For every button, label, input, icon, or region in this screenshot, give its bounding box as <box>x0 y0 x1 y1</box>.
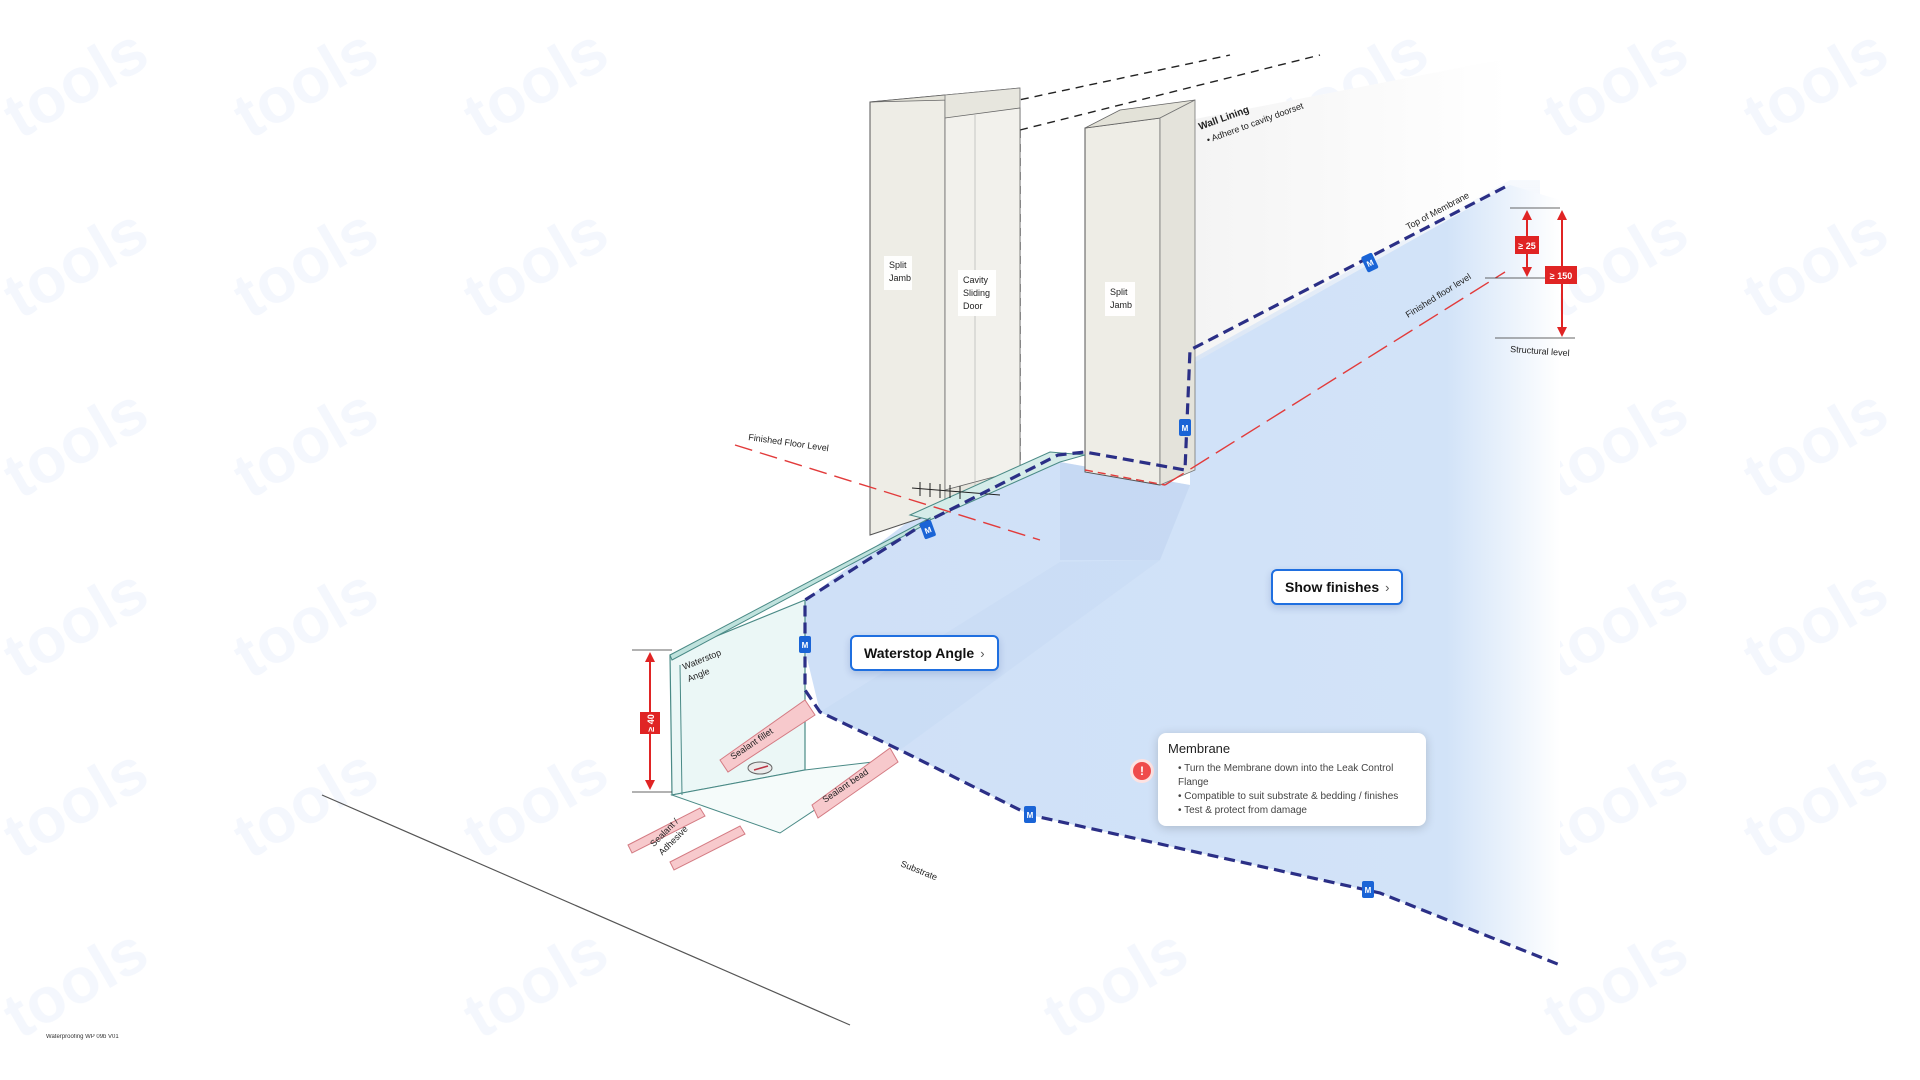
label-structural-level: Structural level <box>1510 344 1570 358</box>
svg-text:Split: Split <box>1110 287 1128 297</box>
label-substrate: Substrate <box>899 859 938 883</box>
svg-text:M: M <box>1027 811 1034 820</box>
substrate-edge-line <box>321 794 851 1026</box>
label-cavity-door: Cavity Sliding Door <box>958 270 996 316</box>
membrane-card-bullet: Test & protect from damage <box>1178 804 1416 818</box>
svg-text:tools: tools <box>1531 13 1699 152</box>
svg-text:tools: tools <box>451 913 619 1052</box>
sealant-fillet <box>719 699 816 773</box>
dimension-25-badge: ≥ 25 <box>1515 236 1539 254</box>
svg-text:tools: tools <box>1031 913 1199 1052</box>
svg-text:tools: tools <box>1731 553 1899 692</box>
label-finished-floor-level-left: Finished Floor Level <box>748 432 830 453</box>
membrane-card-bullet: Turn the Membrane down into the Leak Con… <box>1178 762 1416 790</box>
show-finishes-button[interactable]: Show finishes › <box>1271 569 1404 605</box>
label-split-jamb-left: Split Jamb <box>884 256 912 290</box>
svg-text:Sliding: Sliding <box>963 288 990 298</box>
svg-text:tools: tools <box>0 373 159 512</box>
svg-text:tools: tools <box>1731 13 1899 152</box>
membrane-markers: M M M M M M <box>799 252 1379 898</box>
split-jamb-right <box>1084 99 1196 486</box>
show-finishes-label: Show finishes <box>1285 579 1380 595</box>
membrane-floor-shadow <box>1060 462 1190 560</box>
waterstop-angle-callout-button[interactable]: Waterstop Angle › <box>850 635 999 671</box>
svg-text:M: M <box>802 641 809 650</box>
svg-text:tools: tools <box>0 913 159 1052</box>
svg-text:tools: tools <box>451 733 619 872</box>
svg-text:M: M <box>1365 258 1375 269</box>
svg-text:≥ 25: ≥ 25 <box>1518 241 1535 251</box>
ffl-under-jamb <box>1084 469 1166 486</box>
membrane-marker: M <box>799 636 811 653</box>
svg-text:tools: tools <box>1731 373 1899 512</box>
alert-icon[interactable]: ! <box>1133 762 1151 780</box>
svg-text:tools: tools <box>0 733 159 872</box>
svg-text:tools: tools <box>451 193 619 332</box>
chevron-right-icon: › <box>980 646 985 661</box>
svg-text:M: M <box>1182 424 1189 433</box>
sealant-adhesive-strips <box>627 807 746 871</box>
membrane-marker: M <box>1024 806 1036 823</box>
svg-text:Cavity: Cavity <box>963 275 989 285</box>
label-split-jamb-right: Split Jamb <box>1105 282 1135 316</box>
membrane-marker: M <box>919 520 936 540</box>
svg-text:tools: tools <box>221 553 389 692</box>
svg-text:tools: tools <box>1731 733 1899 872</box>
dimension-150-badge: ≥ 150 <box>1545 266 1577 284</box>
svg-text:tools: tools <box>451 13 619 152</box>
membrane-info-card: Membrane Turn the Membrane down into the… <box>1158 733 1426 826</box>
svg-text:tools: tools <box>221 13 389 152</box>
svg-text:Jamb: Jamb <box>889 273 911 283</box>
waterstop-angle-callout-label: Waterstop Angle <box>864 645 975 661</box>
svg-text:Split: Split <box>889 260 907 270</box>
membrane-card-bullet: Compatible to suit substrate & bedding /… <box>1178 790 1416 804</box>
svg-text:M: M <box>923 525 933 536</box>
svg-text:≥ 40: ≥ 40 <box>646 714 656 731</box>
hatch-marks <box>911 482 1001 499</box>
svg-text:Jamb: Jamb <box>1110 300 1132 310</box>
svg-text:Door: Door <box>963 301 983 311</box>
ffl-line-left <box>734 444 1041 541</box>
sealant-bead <box>811 747 899 819</box>
svg-text:tools: tools <box>221 373 389 512</box>
drawing-code: Waterproofing WP 09b V01 <box>46 1034 119 1040</box>
waterstop-angle <box>669 517 931 834</box>
membrane-marker: M <box>1179 419 1191 436</box>
dimension-40-badge: ≥ 40 <box>640 712 660 734</box>
svg-text:M: M <box>1365 886 1372 895</box>
svg-text:≥ 150: ≥ 150 <box>1550 271 1572 281</box>
ffl-line-right <box>1164 271 1506 486</box>
svg-text:tools: tools <box>0 13 159 152</box>
svg-text:tools: tools <box>1731 193 1899 332</box>
chevron-right-icon: › <box>1385 580 1390 595</box>
svg-text:tools: tools <box>221 733 389 872</box>
membrane-marker: M <box>1361 252 1379 273</box>
svg-text:tools: tools <box>0 553 159 692</box>
svg-text:tools: tools <box>0 193 159 332</box>
membrane-card-list: Turn the Membrane down into the Leak Con… <box>1168 762 1416 818</box>
svg-text:tools: tools <box>221 193 389 332</box>
membrane-card-title: Membrane <box>1168 741 1231 756</box>
membrane-marker: M <box>1362 881 1374 898</box>
